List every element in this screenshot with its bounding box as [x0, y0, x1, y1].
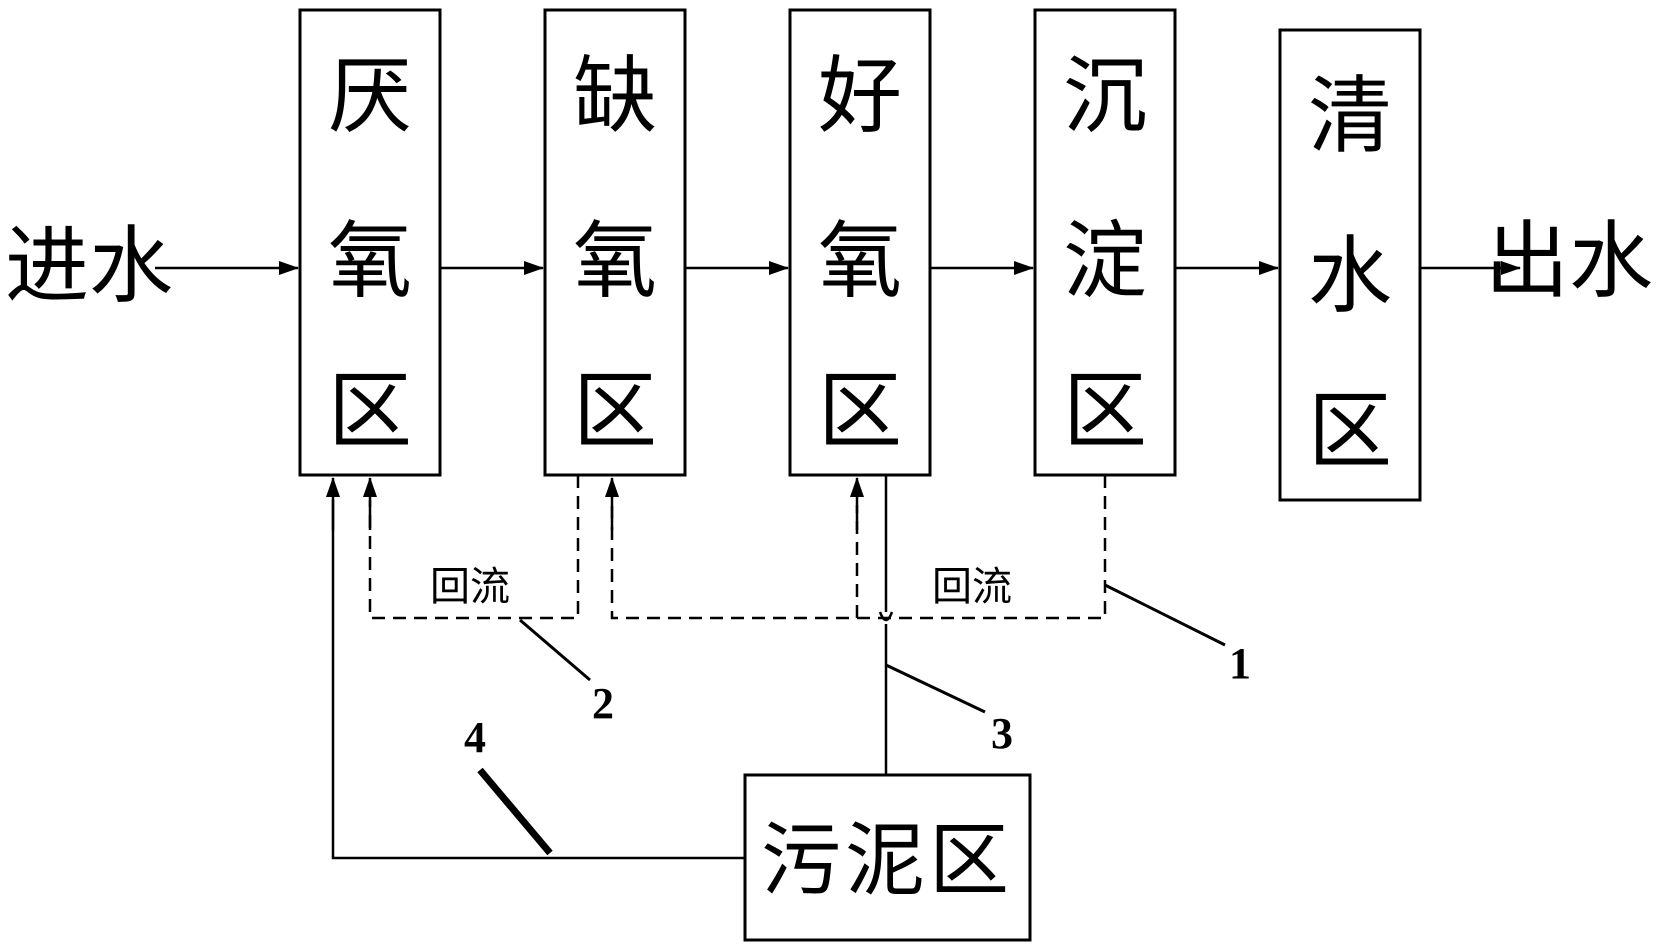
svg-text:氧: 氧	[328, 212, 412, 310]
anoxic-zone-label: 缺 氧 区	[573, 47, 657, 460]
reflux-line-2	[368, 475, 580, 620]
line-crossover-hop	[878, 611, 894, 622]
anoxic-zone-box	[543, 8, 687, 477]
reflux-label-1: 回流	[932, 564, 1012, 610]
reflux-label-2: 回流	[430, 564, 510, 610]
line-number-4: 4	[464, 713, 486, 762]
inlet-label: 进水	[5, 217, 173, 315]
anaerobic-zone-label: 厌 氧 区	[328, 47, 412, 460]
svg-text:区: 区	[818, 362, 902, 460]
leader-line-4	[477, 767, 553, 856]
svg-text:氧: 氧	[573, 212, 657, 310]
leader-line-1	[1104, 583, 1226, 647]
leader-line-2	[519, 618, 591, 682]
svg-text:区: 区	[328, 362, 412, 460]
svg-text:好: 好	[818, 47, 902, 145]
svg-text:区: 区	[573, 362, 657, 460]
svg-text:区: 区	[1063, 362, 1147, 460]
svg-text:缺: 缺	[573, 47, 657, 145]
svg-text:氧: 氧	[818, 212, 902, 310]
svg-text:清: 清	[1308, 67, 1392, 165]
svg-text:区: 区	[1308, 382, 1392, 480]
sludge-zone-label: 污泥区	[761, 814, 1013, 907]
svg-text:厌: 厌	[328, 47, 412, 145]
sedimentation-zone-box	[1033, 8, 1177, 477]
svg-text:水: 水	[1308, 227, 1392, 325]
line-number-1: 1	[1229, 639, 1251, 688]
svg-text:沉: 沉	[1063, 47, 1147, 145]
line-number-2: 2	[592, 679, 614, 728]
anaerobic-zone-box	[298, 8, 442, 477]
svg-text:淀: 淀	[1063, 212, 1147, 310]
reflux-line-1	[610, 475, 1107, 620]
sludge-zone-box	[743, 773, 1032, 942]
line-number-3: 3	[991, 709, 1013, 758]
sludge-return-line-4	[331, 500, 745, 860]
leader-line-3	[885, 663, 986, 714]
clear-water-zone-label: 清 水 区	[1308, 67, 1392, 480]
sedimentation-zone-label: 沉 淀 区	[1063, 47, 1147, 460]
clear-water-zone-box	[1278, 28, 1422, 502]
aerobic-zone-box	[788, 8, 932, 477]
aerobic-zone-label: 好 氧 区	[818, 47, 902, 460]
outlet-label: 出水	[1485, 212, 1653, 310]
